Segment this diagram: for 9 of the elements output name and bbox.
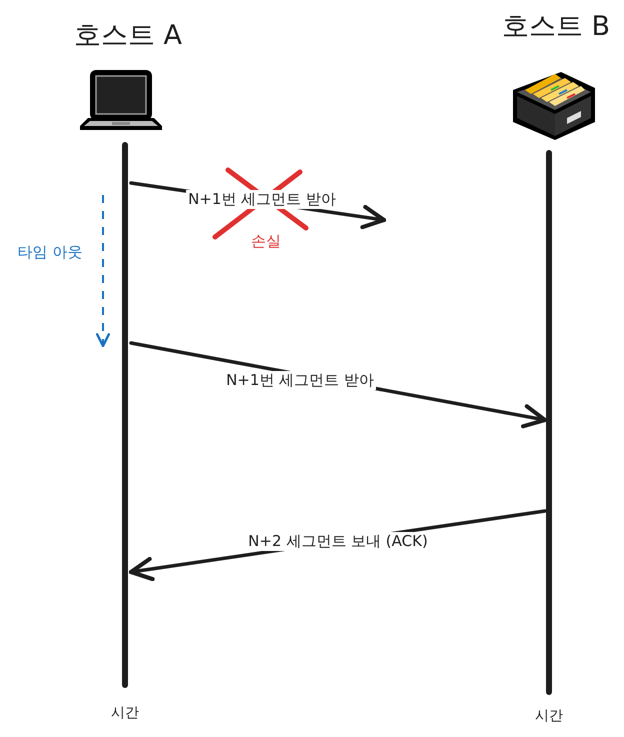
edge-label: N+1번 세그먼트 받아 bbox=[186, 190, 338, 208]
host-heading: 호스트 B bbox=[502, 10, 610, 44]
time-label: 시간 bbox=[535, 707, 563, 725]
lifeline bbox=[546, 150, 552, 695]
timeout-label: 타임 아웃 bbox=[18, 242, 82, 262]
host-heading: 호스트 A bbox=[74, 19, 182, 53]
loss-label: 손실 bbox=[251, 232, 281, 250]
time-label: 시간 bbox=[111, 704, 139, 722]
lifeline bbox=[122, 142, 128, 688]
